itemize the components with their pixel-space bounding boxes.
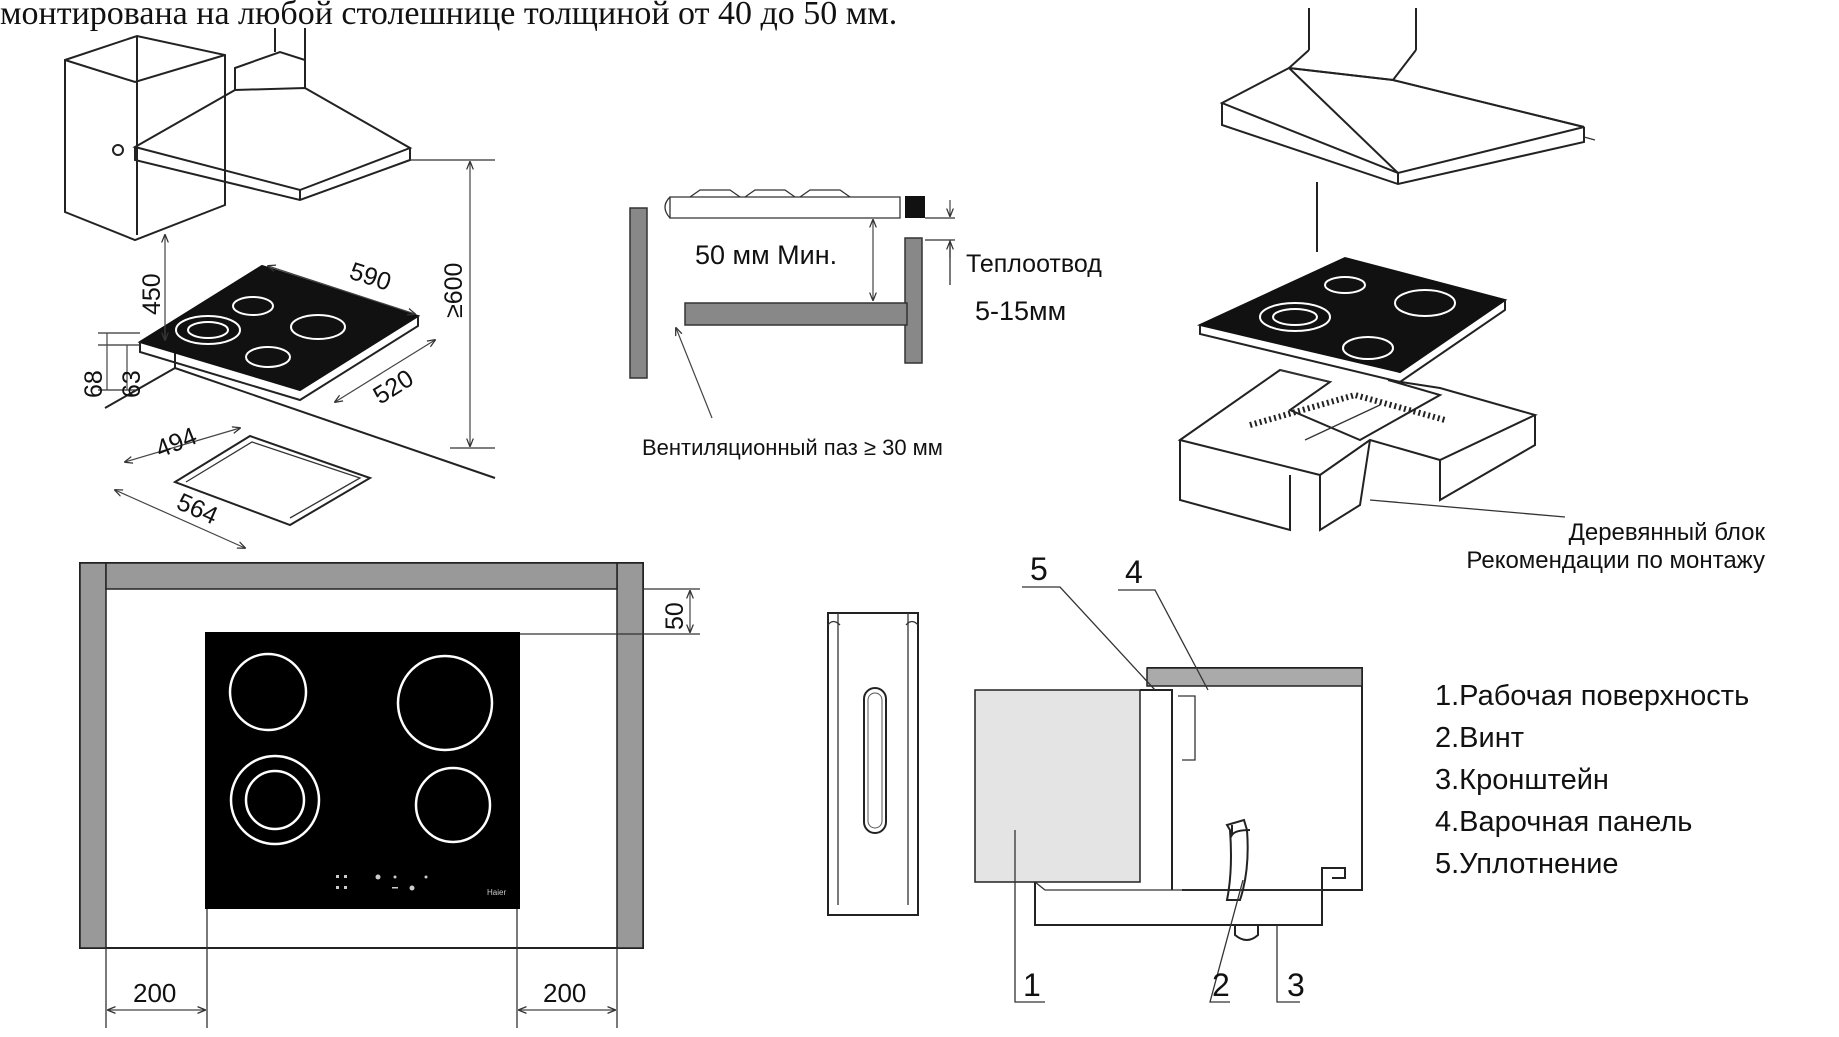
zone-bottom-left-inner bbox=[244, 769, 306, 831]
legend: 1.Рабочая поверхность 2.Винт 3.Кронштейн… bbox=[1435, 680, 1749, 880]
recommend-label: Рекомендации по монтажу bbox=[1466, 547, 1765, 574]
heat-range: 5-15мм bbox=[975, 296, 1066, 326]
callout-4: 4 bbox=[1125, 554, 1143, 590]
legend-item-1: 1.Рабочая поверхность bbox=[1435, 680, 1749, 712]
figure-island-hood: Деревянный блок Рекомендации по монтажу bbox=[1177, 8, 1766, 574]
glass-top bbox=[1146, 667, 1363, 687]
left-side-panel bbox=[79, 562, 107, 949]
zone-bottom-right bbox=[414, 766, 492, 844]
left-wall bbox=[629, 207, 648, 379]
right-wall bbox=[904, 237, 923, 364]
zone-top-left bbox=[228, 652, 308, 732]
figure-top-layout: Haier 50 200 200 bbox=[79, 562, 700, 1028]
cooktop-section bbox=[1147, 667, 1363, 891]
callout-3: 3 bbox=[1287, 967, 1305, 1003]
bracket-slot bbox=[863, 687, 887, 834]
callout-1: 1 bbox=[1023, 967, 1041, 1003]
screw bbox=[1225, 818, 1249, 901]
zone-bottom-left-outer bbox=[229, 754, 321, 846]
burner-medium bbox=[245, 346, 291, 368]
worktop-section bbox=[974, 689, 1141, 883]
cooktop-profile bbox=[669, 196, 901, 219]
dim-63: 63 bbox=[118, 370, 146, 398]
dim-564: 564 bbox=[173, 488, 223, 531]
right-side-panel bbox=[616, 562, 644, 949]
figure-hood-dimensions: 590 520 450 ≥600 68 63 494 564 bbox=[64, 28, 496, 548]
legend-item-5: 5.Уплотнение bbox=[1435, 848, 1619, 880]
zone-top-right bbox=[396, 654, 494, 752]
dim-68: 68 bbox=[80, 370, 108, 398]
callout-2: 2 bbox=[1212, 967, 1230, 1003]
vent-label: Вентиляционный паз ≥ 30 мм bbox=[642, 435, 943, 460]
dim-450: 450 bbox=[138, 273, 166, 315]
burner-double-inner bbox=[187, 321, 229, 339]
dim-50: 50 bbox=[661, 602, 689, 630]
island-cooktop bbox=[1196, 256, 1508, 374]
dim-494: 494 bbox=[152, 422, 201, 464]
legend-item-2: 2.Винт bbox=[1435, 722, 1524, 754]
callout-5: 5 bbox=[1030, 551, 1048, 587]
brand-logo: Haier bbox=[487, 888, 506, 897]
wood-block-frame bbox=[1177, 368, 1538, 477]
legend-item-3: 3.Кронштейн bbox=[1435, 764, 1609, 796]
legend-item-4: 4.Варочная панель bbox=[1435, 806, 1692, 838]
dim-520: 520 bbox=[368, 364, 418, 410]
cabinet-knob bbox=[112, 144, 124, 156]
figure-ventilation: 50 мм Мин. Теплоотвод 5-15мм Вентиляцион… bbox=[629, 189, 1102, 460]
screw-head bbox=[1234, 925, 1259, 941]
header-text: монтирована на любой столешнице толщиной… bbox=[0, 0, 897, 32]
island-hood bbox=[1219, 66, 1585, 175]
touch-controls bbox=[336, 874, 428, 891]
dim-590: 590 bbox=[346, 257, 394, 297]
dim-200-left: 200 bbox=[133, 978, 176, 1008]
burner-double-outer bbox=[175, 315, 241, 345]
figure-bracket-side bbox=[827, 612, 919, 916]
heat-sink-block bbox=[905, 196, 925, 218]
vent-shelf bbox=[684, 302, 908, 326]
dim-min-height: ≥600 bbox=[440, 263, 468, 318]
top-panel bbox=[105, 562, 618, 590]
cooktop-topview bbox=[205, 632, 520, 909]
figure-section-mount: 5 4 1 2 3 bbox=[974, 551, 1363, 1003]
range-hood bbox=[132, 86, 413, 192]
wood-block-label: Деревянный блок bbox=[1569, 519, 1766, 546]
heat-label: Теплоотвод bbox=[966, 250, 1102, 278]
dim-200-right: 200 bbox=[543, 978, 586, 1008]
min-gap-label: 50 мм Мин. bbox=[695, 240, 837, 270]
